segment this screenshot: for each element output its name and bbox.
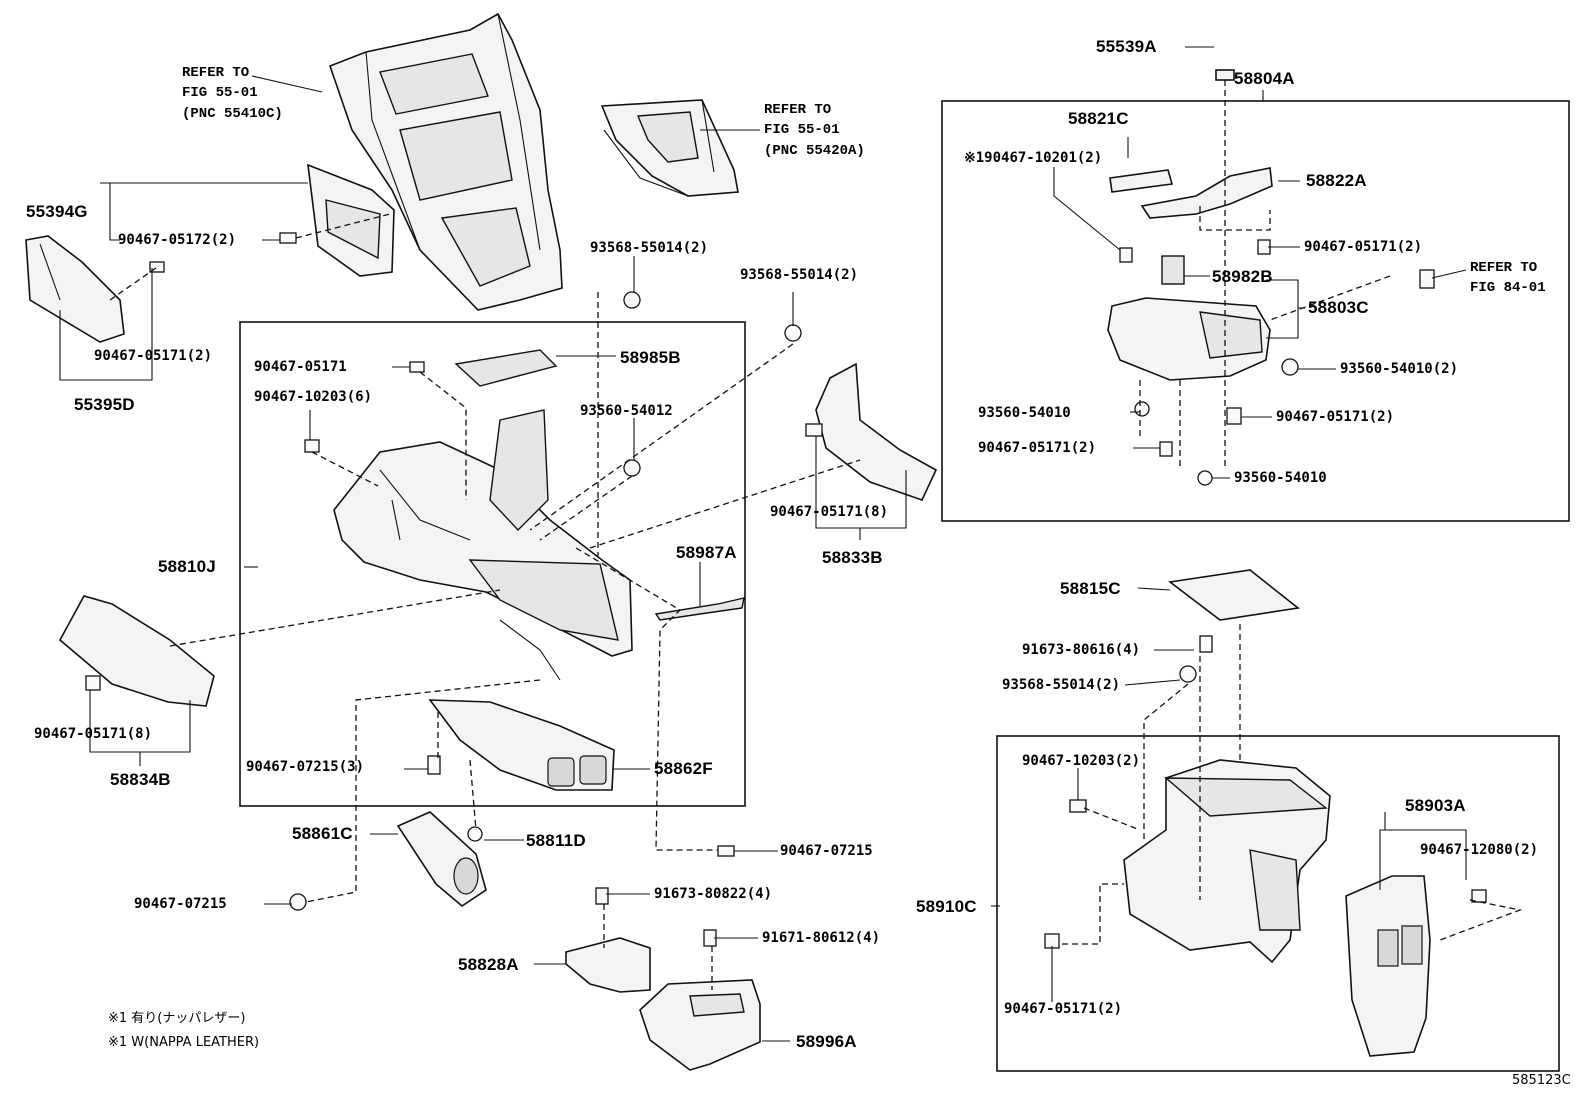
part-label-90467-10203-6: 90467-10203(6)	[254, 389, 373, 405]
trim-58834b	[58, 595, 215, 707]
part-label-91671-80612: 91671-80612(4)	[762, 930, 881, 946]
cover-55395d	[25, 235, 125, 343]
part-label-90467-05171-d: 90467-05171(2)	[94, 348, 213, 364]
part-label-93560-54012: 93560-54012	[580, 403, 673, 419]
part-label-58903a: 58903A	[1405, 796, 1466, 815]
panel-58903a	[1345, 875, 1431, 1057]
part-label-90467-05171-a: 90467-05171(2)	[1304, 239, 1423, 255]
upper-right-group-frame	[941, 100, 1570, 522]
trim-58833b	[815, 362, 938, 501]
part-label-93568-55014-b: 93568-55014(2)	[740, 267, 859, 283]
pad-58815c	[1168, 569, 1300, 621]
part-label-58987a: 58987A	[676, 543, 737, 562]
part-label-58822a: 58822A	[1306, 171, 1367, 190]
part-label-58811d: 58811D	[526, 831, 586, 850]
center-group-frame	[239, 321, 746, 807]
part-label-58910c: 58910C	[916, 897, 977, 916]
part-label-90467-05171-8b: 90467-05171(8)	[34, 726, 153, 742]
part-label-58861c: 58861C	[292, 824, 353, 843]
part-label-55394g: 55394G	[26, 202, 88, 221]
part-label-90467-05171-8a: 90467-05171(8)	[770, 504, 889, 520]
part-label-58834b: 58834B	[110, 770, 171, 789]
footnote-english: ※1 W(NAPPA LEATHER)	[108, 1035, 260, 1050]
part-label-90467-07215-b: 90467-07215	[134, 896, 227, 912]
part-label-90467-10203-2: 90467-10203(2)	[1022, 753, 1141, 769]
console-body-58810j	[333, 349, 633, 681]
part-label-90467-07215-a: 90467-07215	[780, 843, 873, 859]
part-label-90467-05171-b: 90467-05171(2)	[1276, 409, 1395, 425]
part-label-90467-05171: 90467-05171	[254, 359, 347, 375]
part-label-55395d: 55395D	[74, 395, 135, 414]
part-label-58833b: 58833B	[822, 548, 883, 567]
part-label-58985b: 58985B	[620, 348, 681, 367]
shift-panel	[600, 99, 739, 197]
part-label-55539a: 55539A	[1096, 37, 1157, 56]
footnote-japanese: ※1 有り(ナッパレザー)	[108, 1011, 246, 1026]
part-label-58821c: 58821C	[1068, 109, 1129, 128]
leader-lines	[59, 46, 1467, 1042]
part-label-93560-54010-b: 93560-54010	[1234, 470, 1327, 486]
diagram-id: 585123C	[1512, 1073, 1571, 1088]
part-label-90467-05171-c: 90467-05171(2)	[978, 440, 1097, 456]
upper-console-panel	[328, 12, 563, 311]
part-label-58982b: 58982B	[1212, 267, 1273, 286]
part-label-93568-55014-c: 93568-55014(2)	[1002, 677, 1121, 693]
rear-console-58910c	[1123, 759, 1331, 964]
part-label-90467-07215-3: 90467-07215(3)	[246, 759, 365, 775]
upper-right-parts	[1107, 69, 1273, 381]
part-label-91673-80822: 91673-80822(4)	[654, 886, 773, 902]
reference-fig-84-01: REFER TO FIG 84-01	[1470, 260, 1546, 297]
part-label-58803c: 58803C	[1308, 298, 1369, 317]
reference-fig-55-01-55410c: REFER TO FIG 55-01 (PNC 55410C)	[182, 65, 283, 122]
bracket-55394g	[307, 163, 395, 277]
part-label-90467-12080: 90467-12080(2)	[1420, 842, 1539, 858]
part-label-93560-54010-a: 93560-54010	[978, 405, 1071, 421]
strip-58987a	[654, 597, 745, 621]
part-label-90467-05172: 90467-05172(2)	[118, 232, 237, 248]
bracket-58828a	[565, 937, 651, 993]
part-label-93568-55014-a: 93568-55014(2)	[590, 240, 709, 256]
duct-58861c	[396, 811, 487, 907]
part-label-58815c: 58815C	[1060, 579, 1121, 598]
part-label-90467-05171-e: 90467-05171(2)	[1004, 1001, 1123, 1017]
box-58996a	[639, 979, 761, 1071]
connection-lines	[109, 80, 1523, 990]
duct-58862f	[428, 699, 615, 791]
part-label-190467-10201: ※190467-10201(2)	[964, 150, 1103, 166]
lower-right-group-frame	[996, 735, 1560, 1072]
part-label-58810j: 58810J	[158, 557, 216, 576]
part-label-58828a: 58828A	[458, 955, 519, 974]
part-label-58862f: 58862F	[654, 759, 713, 778]
reference-fig-55-01-55420a: REFER TO FIG 55-01 (PNC 55420A)	[764, 102, 865, 159]
part-label-58996a: 58996A	[796, 1032, 857, 1051]
part-label-58804a: 58804A	[1234, 69, 1295, 88]
part-label-91673-80616: 91673-80616(4)	[1022, 642, 1141, 658]
part-label-93560-54010-2: 93560-54010(2)	[1340, 361, 1459, 377]
